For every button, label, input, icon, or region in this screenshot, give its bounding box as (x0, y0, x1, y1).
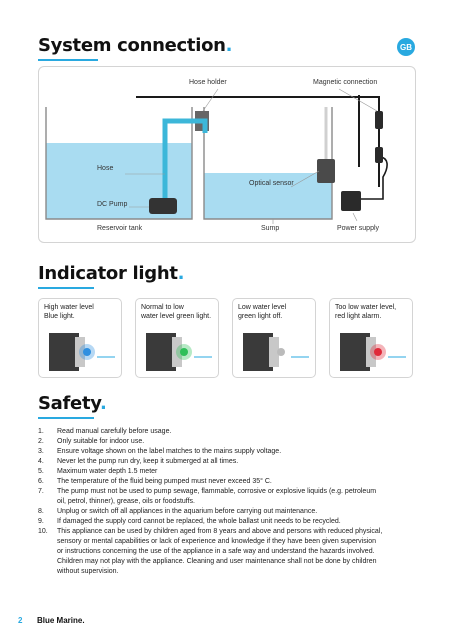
dc-pump-icon (149, 198, 177, 214)
safety-item: 2. Only suitable for indoor use. (38, 437, 383, 447)
safety-item-number: 2. (38, 438, 44, 445)
sensor-icon (49, 333, 115, 371)
safety-item-number: 1. (38, 428, 44, 435)
safety-item: 3. Ensure voltage shown on the label matc… (38, 447, 383, 457)
safety-item: 5. Maximum water depth 1.5 meter (38, 467, 383, 477)
safety-item: 1. Read manual carefully before usage. (38, 427, 383, 437)
label-dc-pump: DC Pump (97, 201, 128, 208)
safety-item-text: Maximum water depth 1.5 meter (57, 468, 158, 475)
safety-item-text: Never let the pump run dry, keep it subm… (57, 458, 239, 465)
safety-item: 10. This appliance can be used by childre… (38, 527, 383, 577)
safety-item-number: 8. (38, 508, 44, 515)
safety-item: 4. Never let the pump run dry, keep it su… (38, 457, 383, 467)
indicator-light (374, 348, 382, 356)
title-text: Safety (38, 393, 101, 414)
safety-item-number: 6. (38, 478, 44, 485)
power-cable-branch (357, 156, 388, 200)
title-underline (38, 287, 94, 289)
safety-item-number: 5. (38, 468, 44, 475)
safety-item-text: This appliance can be used by children a… (57, 528, 383, 575)
safety-item-number: 10. (38, 528, 48, 535)
language-badge[interactable]: GB (397, 38, 415, 56)
title-underline (38, 59, 98, 61)
system-diagram (45, 88, 388, 224)
safety-list: 1. Read manual carefully before usage. 2. O… (38, 427, 383, 577)
sensor-icon (243, 333, 309, 371)
section-title-safety: Safety. (38, 393, 107, 414)
safety-item-text: Only suitable for indoor use. (57, 438, 145, 445)
title-text: Indicator light (38, 263, 178, 284)
safety-item-text: If damaged the supply cord cannot be rep… (57, 518, 341, 525)
reservoir-tank (45, 107, 193, 220)
safety-item-text: Unplug or switch off all appliances in t… (57, 508, 318, 515)
indicator-light (180, 348, 188, 356)
title-text: System connection (38, 35, 226, 56)
optical-sensor-icon (317, 159, 335, 183)
indicator-card-text: Too low water level,red light alarm. (335, 304, 397, 320)
title-dot: . (225, 35, 233, 56)
safety-item-number: 4. (38, 458, 44, 465)
title-dot: . (100, 393, 107, 414)
page-number: 2 (18, 616, 23, 625)
brand-name: Blue Marine. (37, 616, 85, 625)
sensor-icon (146, 333, 212, 371)
safety-item: 9. If damaged the supply cord cannot be r… (38, 517, 383, 527)
safety-item-text: The temperature of the fluid being pumpe… (57, 478, 272, 485)
safety-item-number: 7. (38, 488, 44, 495)
title-underline (38, 417, 94, 419)
safety-item: 7. The pump must not be used to pump sewa… (38, 487, 383, 507)
label-sump: Sump (261, 225, 280, 232)
sensor-icon (340, 333, 406, 371)
safety-item: 8. Unplug or switch off all appliances in… (38, 507, 383, 517)
hose (162, 118, 208, 205)
cable-connector (375, 147, 383, 163)
indicator-card: Too low water level,red light alarm. (329, 298, 413, 378)
label-optical-sensor: Optical sensor (249, 180, 294, 187)
safety-item-number: 9. (38, 518, 44, 525)
magnetic-connector (375, 111, 383, 129)
sump-water (204, 173, 332, 219)
label-reservoir-tank: Reservoir tank (97, 225, 143, 232)
section-title-system-connection: System connection. (38, 35, 232, 56)
label-hose-holder: Hose holder (189, 79, 227, 86)
system-diagram-panel: Hose holder Magnetic connection Hose Opt… (38, 66, 416, 243)
indicator-light (83, 348, 91, 356)
safety-item-text: Read manual carefully before usage. (57, 428, 172, 435)
label-magnetic-connection: Magnetic connection (313, 79, 378, 86)
safety-item: 6. The temperature of the fluid being pum… (38, 477, 383, 487)
safety-item-text: Ensure voltage shown on the label matche… (57, 448, 282, 455)
title-dot: . (177, 263, 185, 284)
safety-item-number: 3. (38, 448, 44, 455)
section-title-indicator-light: Indicator light. (38, 263, 184, 284)
power-supply-icon (341, 191, 361, 211)
safety-item-text: The pump must not be used to pump sewage… (57, 488, 377, 505)
label-power-supply: Power supply (337, 225, 380, 232)
label-hose: Hose (97, 165, 114, 172)
indicator-light (277, 348, 285, 356)
